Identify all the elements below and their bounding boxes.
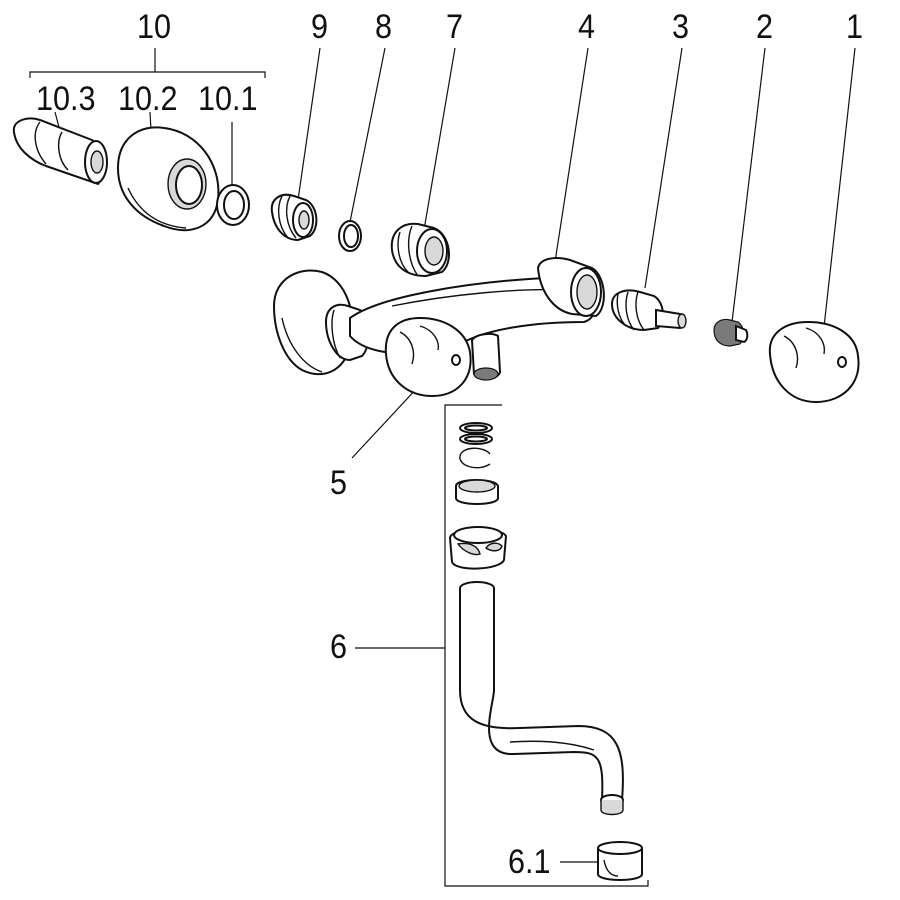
part-2-spindle-insert (713, 318, 749, 347)
part-10-1-washer (216, 184, 250, 226)
label-3: 3 (672, 8, 690, 46)
part-6-spout-nut (448, 526, 508, 570)
label-10-1: 10.1 (198, 80, 258, 118)
leader-10-bracket (29, 71, 266, 78)
leader-6-bracket (444, 404, 649, 887)
label-10: 10 (137, 8, 172, 46)
label-10-2: 10.2 (118, 80, 178, 118)
label-5: 5 (330, 464, 348, 502)
label-6: 6 (330, 628, 348, 666)
part-6-spout (459, 581, 624, 816)
leader-1 (821, 47, 856, 346)
label-7: 7 (446, 8, 464, 46)
label-2: 2 (756, 8, 774, 46)
leader-9 (297, 47, 321, 201)
part-10-3-wall-connector (12, 117, 108, 186)
label-6-1: 6.1 (508, 843, 551, 881)
leader-8 (349, 47, 386, 223)
leader-7 (423, 47, 456, 231)
leader-2 (731, 47, 766, 323)
leader-4 (554, 47, 589, 263)
part-1-handle (768, 320, 860, 404)
part-9-adapter (270, 193, 318, 242)
label-9: 9 (311, 8, 329, 46)
label-8: 8 (375, 8, 393, 46)
part-4-mixer-body (272, 257, 605, 398)
leader-3 (644, 47, 683, 289)
part-6-seals (455, 422, 499, 505)
part-7-union-nut (390, 222, 450, 278)
part-3-cartridge (610, 289, 687, 332)
part-10-2-escutcheon (116, 126, 220, 232)
label-10-3: 10.3 (36, 80, 96, 118)
part-6-1-aerator (597, 841, 643, 881)
label-4: 4 (578, 8, 596, 46)
label-1: 1 (846, 8, 864, 46)
part-8-o-ring (338, 220, 362, 252)
